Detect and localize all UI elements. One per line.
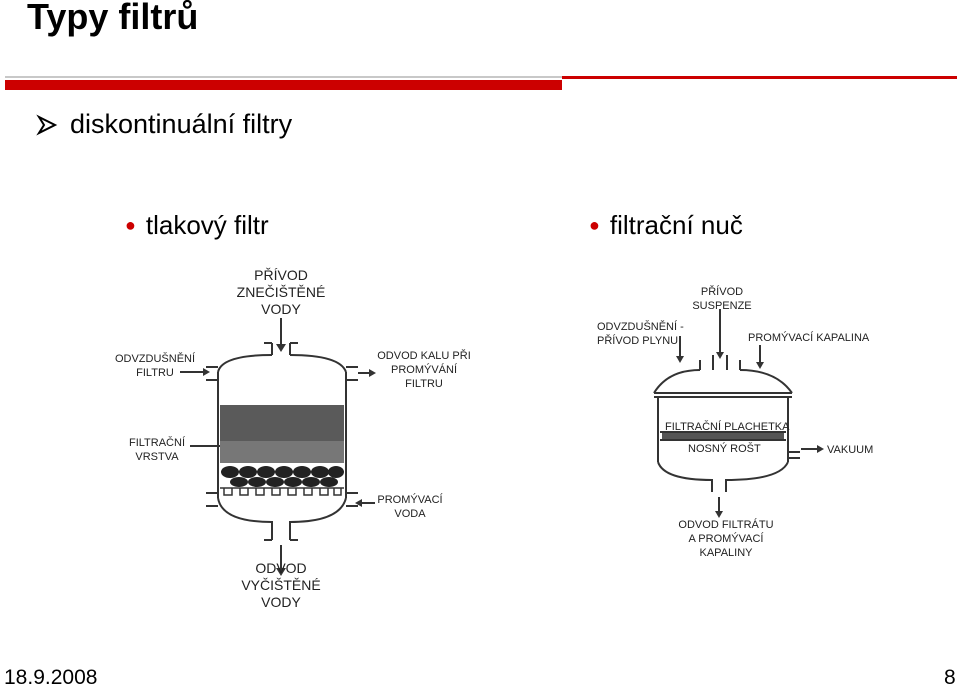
vent-label-1: ODVZDUŠNĚNÍ: [115, 352, 196, 365]
bullet-pressure-filter-text: tlakový filtr: [145, 210, 269, 240]
outlet-label-1: ODVOD: [255, 560, 306, 576]
pressure-filter-labels: PŘÍVOD ZNEČIŠTĚNÉ VODY ODVZDUŠNĚNÍ FILTR…: [115, 267, 471, 610]
bullet-nutsche-filter: ● filtrační nuč: [589, 210, 743, 241]
filter-bed-medium: [220, 441, 344, 463]
bullet-dot-icon: ●: [589, 215, 600, 235]
wash-label-1: PROMÝVACÍ: [377, 493, 443, 506]
bullet-level1-text: diskontinuální filtry: [70, 109, 293, 139]
sludge-label-3: FILTRU: [405, 378, 443, 390]
gas-label-2: PŘÍVOD PLYNU: [597, 334, 678, 347]
inlet-label-1: PŘÍVOD: [254, 267, 308, 283]
filter-bed-fine: [220, 405, 344, 441]
outlet-label-3: VODY: [261, 594, 301, 610]
inlet-label-3: VODY: [261, 301, 301, 317]
filtrate-label-3: KAPALINY: [700, 547, 754, 559]
footer-date: 18.9.2008: [4, 666, 98, 689]
vent-label-2: FILTRU: [136, 367, 174, 379]
footer-page-number: 8: [944, 666, 956, 689]
filter-bed-gravel: [221, 466, 344, 487]
bullet-nutsche-filter-text: filtrační nuč: [609, 210, 743, 240]
pressure-filter-diagram: [180, 318, 375, 572]
nutsche-arrowheads: [676, 352, 824, 518]
nozzle-plate: [220, 487, 344, 496]
bullet-pressure-filter: ● tlakový filtr: [125, 210, 269, 241]
page-title: Typy filtrů: [27, 0, 199, 37]
grate-label: NOSNÝ ROŠT: [688, 442, 761, 455]
arrow-bullet-icon: [36, 114, 58, 135]
filtrate-label-2: A PROMÝVACÍ: [689, 532, 765, 545]
layer-label-2: VRSTVA: [135, 451, 179, 463]
nutsche-labels: PŘÍVOD SUSPENZE ODVZDUŠNĚNÍ - PŘÍVOD PLY…: [597, 285, 873, 559]
bullet-dot-icon: ●: [125, 215, 136, 235]
sludge-label-1: ODVOD KALU PŘI: [377, 349, 471, 362]
inlet-label-2: ZNEČIŠTĚNÉ: [237, 284, 326, 300]
suspension-label-1: PŘÍVOD: [701, 285, 743, 298]
filter-cloth-teeth: [662, 433, 784, 439]
filtrate-label-1: ODVOD FILTRÁTU: [678, 518, 773, 531]
outlet-label-2: VYČIŠTĚNÉ: [241, 577, 320, 593]
gas-label-1: ODVZDUŠNĚNÍ -: [597, 320, 684, 333]
cloth-label: FILTRAČNÍ PLACHETKA: [665, 420, 790, 433]
vacuum-label: VAKUUM: [827, 444, 873, 456]
pressure-filter-arrowheads: [203, 344, 376, 576]
layer-label-1: FILTRAČNÍ: [129, 436, 186, 449]
bullet-level1: diskontinuální filtry: [36, 109, 292, 140]
wash-liquid-label: PROMÝVACÍ KAPALINA: [748, 331, 870, 344]
wash-label-2: VODA: [394, 508, 426, 520]
sludge-label-2: PROMÝVÁNÍ: [391, 363, 458, 376]
title-underline: [5, 76, 957, 90]
suspension-label-2: SUSPENZE: [692, 300, 751, 312]
